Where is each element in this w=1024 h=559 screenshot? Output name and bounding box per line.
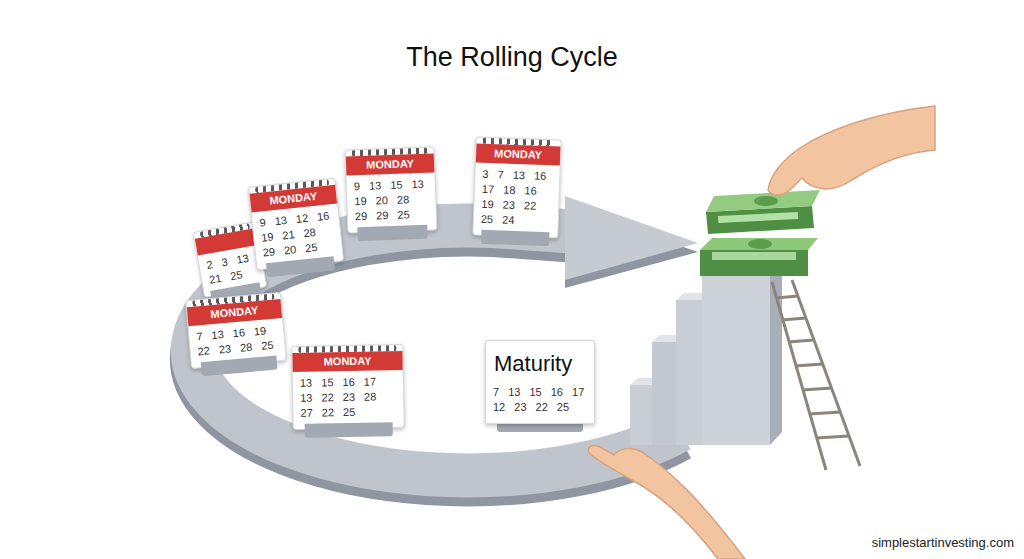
calendar-dates: 3 7 13 16 17 18 16 19 23 22 25 24 [473, 163, 559, 238]
calendar-page: MONDAY 3 7 13 16 17 18 16 19 23 22 25 24 [472, 137, 561, 239]
calendar-header: MONDAY [210, 304, 259, 320]
stair-step [630, 385, 652, 445]
calendar-dates: 9 13 15 13 19 20 28 29 29 25 [346, 172, 436, 232]
maturity-heading: Maturity [486, 341, 594, 381]
calendar-dates: 7 13 16 19 22 23 28 25 [188, 318, 285, 368]
stair-block [702, 268, 770, 445]
calendar-header: MONDAY [323, 355, 371, 368]
stair-step [676, 300, 702, 445]
money-stack [706, 190, 820, 234]
maturity-calendar: Maturity7 13 15 16 17 12 23 22 25 [485, 340, 595, 424]
ladder [772, 280, 860, 470]
calendar-page: MONDAY7 13 16 19 22 23 28 25 [185, 292, 287, 369]
calendar-page: MONDAY 13 15 16 17 13 22 23 28 27 22 25 [291, 344, 404, 430]
watermark: simplestartinvesting.com [872, 535, 1014, 550]
calendar-dates: 7 13 15 16 17 12 23 22 25 [486, 381, 594, 423]
calendar-dates: 13 15 16 17 13 22 23 28 27 22 25 [293, 370, 404, 429]
calendar-header-bar: MONDAY [292, 351, 402, 372]
stair-step [652, 342, 676, 445]
calendar-page: MONDAY9 13 15 13 19 20 28 29 29 25 [345, 146, 438, 233]
track-arrowhead [565, 196, 698, 280]
money-stack [700, 238, 818, 276]
calendar-header: MONDAY [366, 157, 414, 171]
calendar-header-bar: MONDAY [346, 153, 435, 175]
title: The Rolling Cycle [0, 42, 1024, 73]
calendar-header: MONDAY [269, 190, 318, 207]
hand [768, 106, 935, 195]
calendar-header: MONDAY [494, 147, 542, 161]
calendar-dates: 9 13 12 16 19 21 28 29 20 25 [252, 204, 343, 270]
calendar-page: MONDAY9 13 12 16 19 21 28 29 20 25 [248, 178, 344, 271]
hand [588, 446, 745, 559]
calendar-header-bar: MONDAY [476, 144, 561, 166]
